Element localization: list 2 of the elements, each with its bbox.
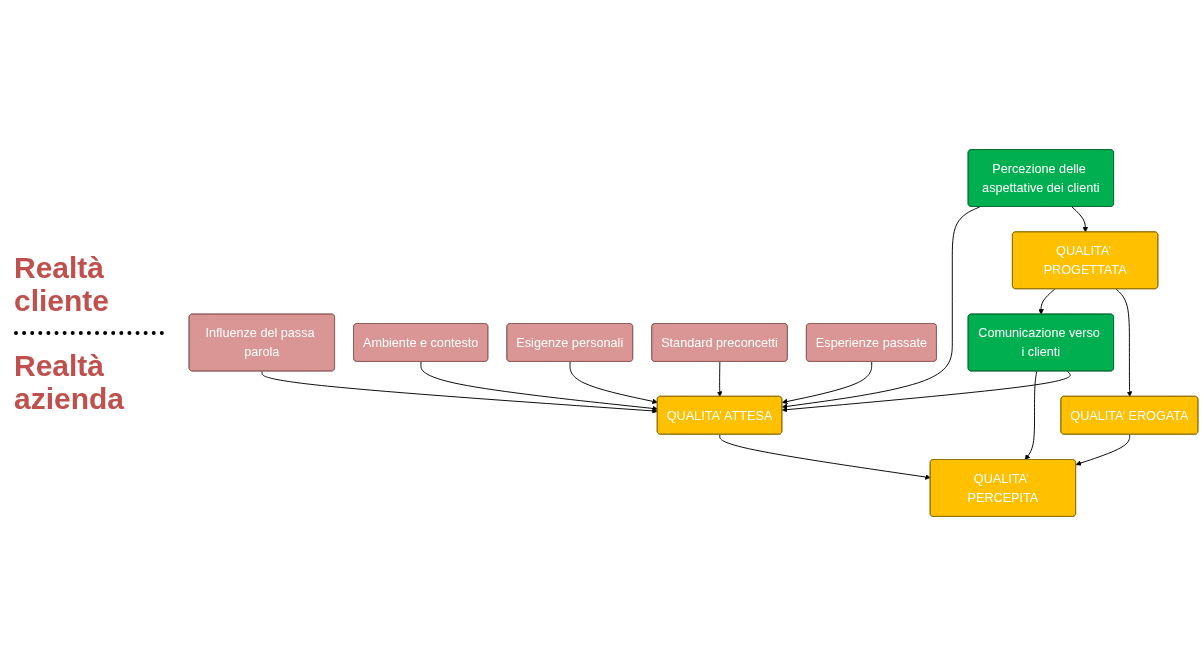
region-label: Realtà cliente (14, 251, 111, 317)
region-label: Realtà azienda (14, 349, 126, 415)
